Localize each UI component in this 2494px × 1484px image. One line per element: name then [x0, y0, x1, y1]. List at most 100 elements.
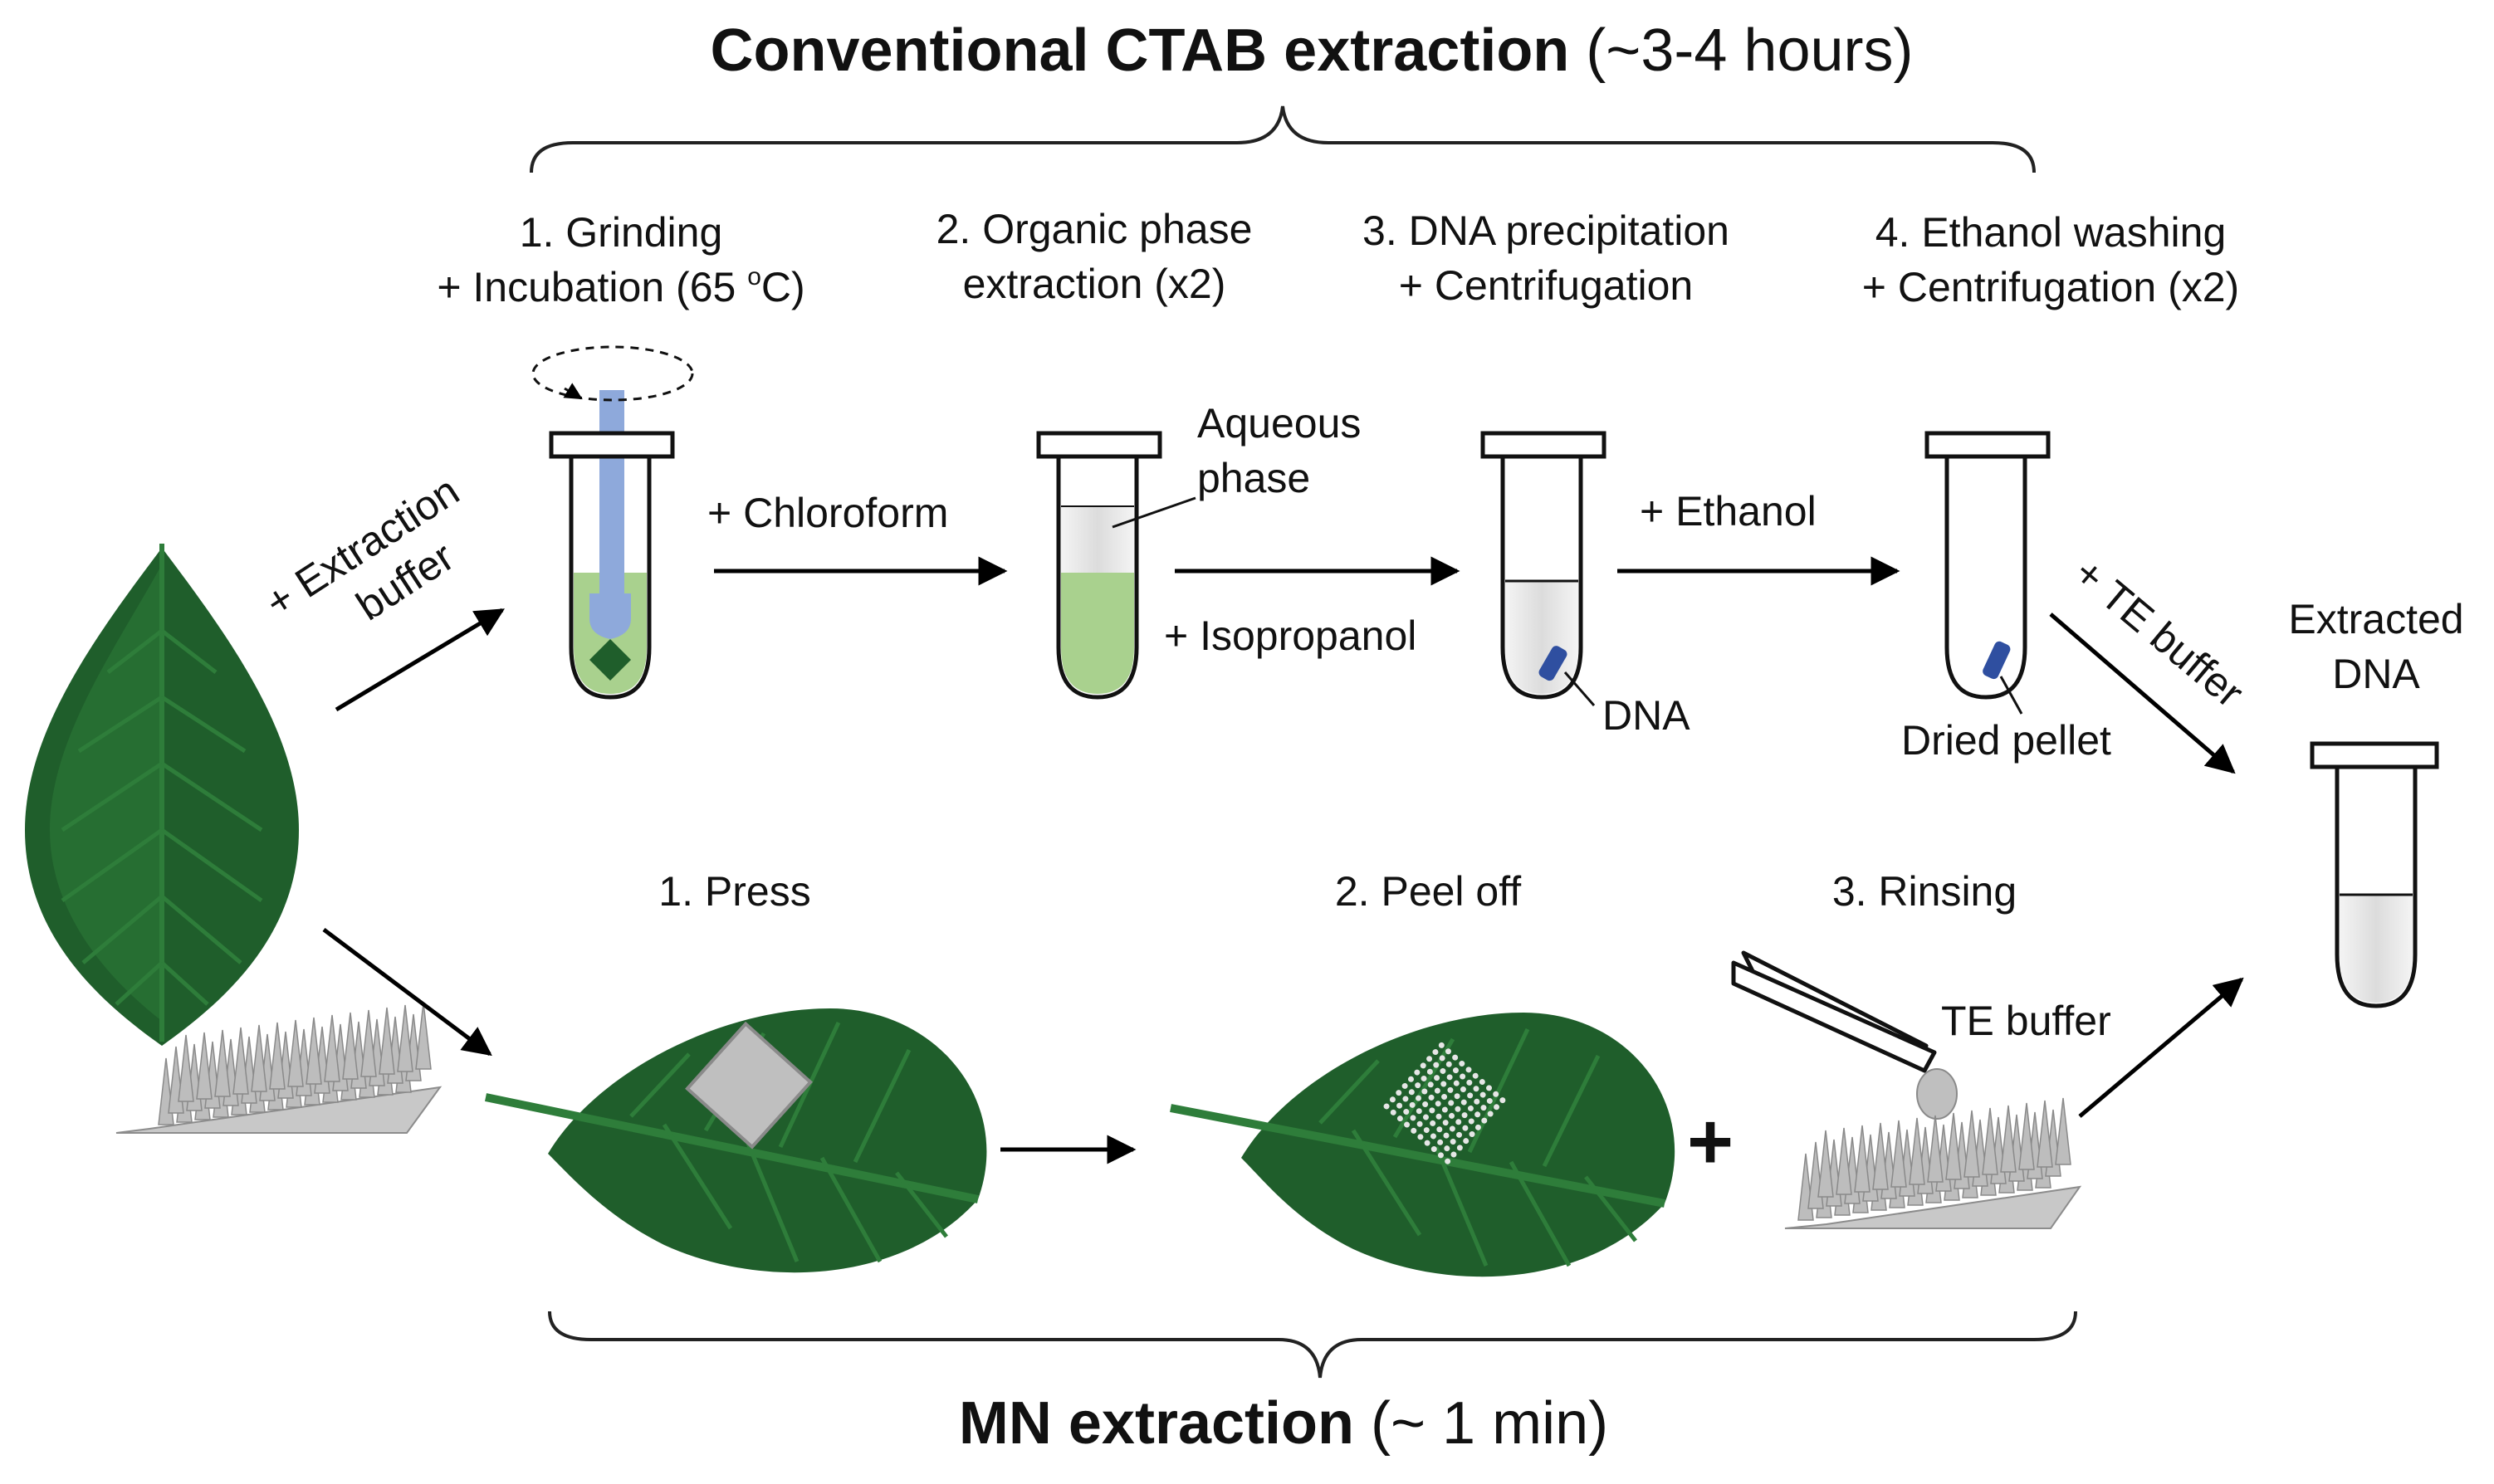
- peel-leaf: [1170, 1013, 1675, 1277]
- tube-extracted-dna: [2310, 741, 2439, 1008]
- microneedle-spike: [1945, 1112, 1962, 1180]
- patch-dot: [1450, 1138, 1456, 1145]
- microneedle-spike: [1909, 1117, 1925, 1185]
- step2-line1: 2. Organic phase: [936, 206, 1253, 252]
- patch-dot: [1408, 1089, 1415, 1096]
- patch-dot: [1427, 1081, 1434, 1088]
- patch-dot: [1422, 1114, 1429, 1120]
- patch-dot: [1452, 1067, 1459, 1074]
- patch-dot: [1460, 1086, 1466, 1093]
- mn-brace: [548, 1311, 2077, 1379]
- patch-dot: [1442, 1120, 1449, 1126]
- dna-label: DNA: [1602, 692, 1690, 739]
- patch-dot: [1444, 1145, 1450, 1152]
- patch-dot: [1486, 1085, 1493, 1091]
- patch-dot: [1439, 1055, 1445, 1062]
- patch-dot: [1432, 1049, 1439, 1056]
- microneedle-spike: [360, 1009, 377, 1077]
- patch-dot: [1402, 1096, 1409, 1102]
- patch-dot: [1435, 1101, 1441, 1107]
- arrow-leaf-to-tube1: [335, 608, 506, 712]
- patch-dot: [1437, 1152, 1444, 1159]
- patch-dot: [1421, 1075, 1427, 1081]
- patch-dot: [1407, 1076, 1414, 1082]
- patch-dot: [1445, 1048, 1451, 1055]
- patch-dot: [1426, 1056, 1433, 1062]
- patch-dot: [1411, 1127, 1417, 1134]
- arrow-leaf-to-press: [322, 928, 492, 1057]
- patch-dot: [1436, 1126, 1443, 1133]
- patch-dot: [1414, 1069, 1421, 1076]
- mn-title-duration: (~ 1 min): [1371, 1390, 1609, 1457]
- patch-dot: [1480, 1105, 1487, 1111]
- chloroform-label: + Chloroform: [707, 490, 949, 536]
- plus-sign: +: [1687, 1097, 1734, 1186]
- step1-line2-text: + Incubation (65: [437, 264, 748, 310]
- aqueous-label-2: phase: [1197, 455, 1311, 501]
- microneedle-spike: [397, 1004, 413, 1072]
- press-leaf: [484, 1008, 987, 1273]
- patch-dot: [1426, 1068, 1433, 1075]
- tube-grinding: [531, 345, 694, 700]
- patch-dot: [1437, 1139, 1444, 1145]
- patch-dot: [1430, 1145, 1437, 1152]
- patch-dot: [1487, 1111, 1494, 1117]
- patch-dot: [1424, 1140, 1430, 1146]
- ctab-title-duration: (~3-4 hours): [1586, 17, 1914, 84]
- patch-dot: [1417, 1134, 1424, 1140]
- microneedle-spike: [324, 1014, 340, 1082]
- patch-dot: [1430, 1133, 1436, 1140]
- isopropanol-label: + Isopropanol: [1164, 613, 1417, 659]
- microneedle-spike: [2018, 1102, 2035, 1170]
- patch-dot: [1479, 1079, 1485, 1086]
- microneedle-spike: [287, 1019, 304, 1087]
- microneedle-spike: [1927, 1115, 1944, 1183]
- patch-dot: [1423, 1127, 1430, 1134]
- peel-label: 2. Peel off: [1334, 868, 1522, 915]
- extracted-label-2: DNA: [2332, 651, 2420, 697]
- microneedle-spike: [1817, 1130, 1834, 1198]
- patch-dot: [1403, 1109, 1410, 1115]
- patch-dot: [1416, 1120, 1423, 1127]
- patch-dot: [1466, 1079, 1473, 1086]
- patch-dot: [1474, 1124, 1481, 1130]
- patch-dot: [1420, 1062, 1426, 1069]
- patch-dot: [1479, 1091, 1486, 1098]
- microneedle-spike: [1963, 1110, 1980, 1178]
- step4-line1: 4. Ethanol washing: [1875, 209, 2227, 256]
- microneedle-spike: [251, 1024, 267, 1092]
- patch-dot: [1461, 1112, 1468, 1119]
- source-leaf: [25, 544, 299, 1046]
- patch-dot: [1455, 1119, 1462, 1125]
- step1-line2-unit: C): [760, 264, 805, 310]
- patch-dot: [1467, 1092, 1474, 1099]
- patch-dot: [1421, 1088, 1428, 1095]
- microneedle-spike: [1890, 1120, 1907, 1188]
- arrow-rinse-to-extracted: [2078, 977, 2244, 1118]
- patch-dot: [1422, 1101, 1429, 1108]
- patch-dot: [1409, 1101, 1416, 1108]
- patch-dot: [1434, 1075, 1440, 1081]
- ctab-title: Conventional CTAB extraction (~3-4 hours…: [711, 15, 1914, 86]
- patch-dot: [1443, 1132, 1450, 1139]
- ethanol-label: + Ethanol: [1640, 488, 1817, 535]
- microneedle-spike: [1982, 1107, 1998, 1175]
- patch-dot: [1453, 1080, 1460, 1086]
- patch-dot: [1446, 1074, 1453, 1081]
- patch-dot: [1383, 1103, 1390, 1110]
- patch-dot: [1441, 1094, 1448, 1101]
- patch-dot: [1438, 1042, 1445, 1048]
- step1-degree: o: [747, 263, 761, 290]
- microneedle-spike: [214, 1029, 231, 1097]
- microneedle-spike: [232, 1027, 249, 1095]
- patch-dot: [1493, 1091, 1499, 1097]
- patch-dot: [1456, 1145, 1463, 1151]
- ctab-brace: [530, 105, 2036, 173]
- patch-dot: [1449, 1125, 1455, 1132]
- patch-dot: [1440, 1067, 1446, 1074]
- patch-dot: [1460, 1099, 1467, 1106]
- tube-ethanol-washing: [1924, 431, 2051, 715]
- patch-dot: [1455, 1106, 1461, 1112]
